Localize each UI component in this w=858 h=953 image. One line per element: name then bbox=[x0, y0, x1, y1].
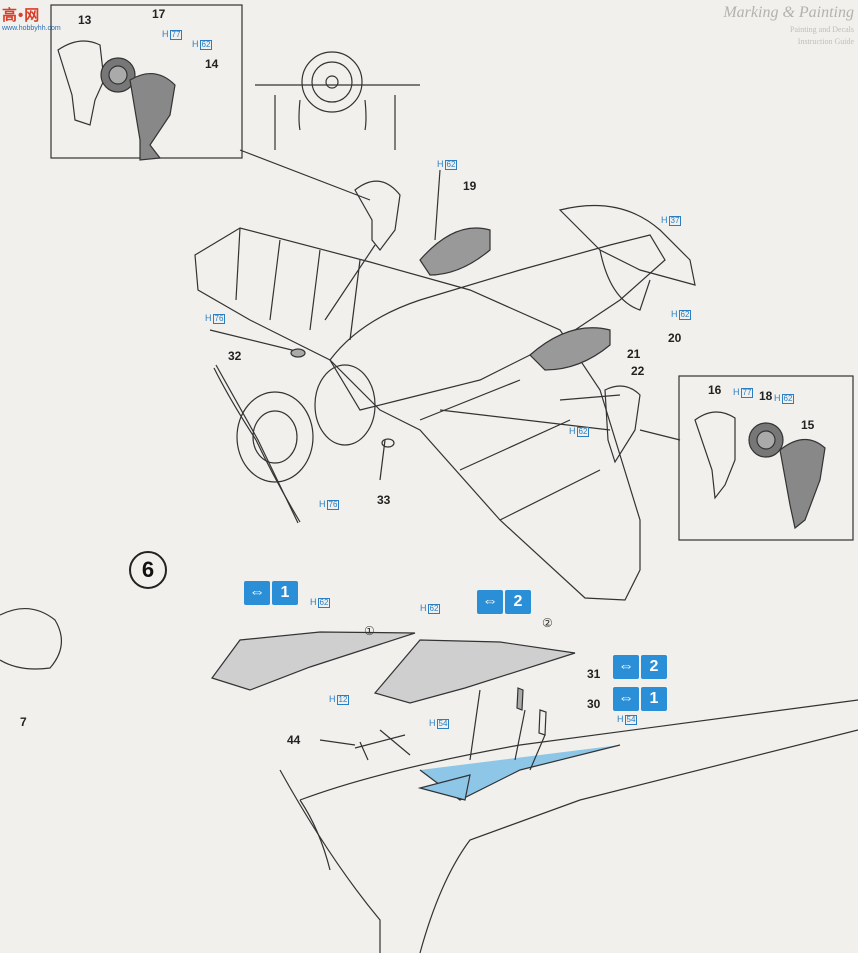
fuselage-spine bbox=[299, 699, 858, 801]
cowl-front bbox=[236, 391, 314, 483]
label-part-44: 44 bbox=[287, 733, 301, 747]
site-logo: 高•网 www.hobbyhh.com bbox=[2, 4, 72, 38]
label-part-22: 22 bbox=[631, 364, 645, 378]
part-13 bbox=[57, 40, 105, 126]
front-view-sketch bbox=[255, 51, 420, 150]
site-logo-text: 高•网 bbox=[2, 7, 41, 24]
variant-number: 1 bbox=[272, 581, 298, 605]
part-30 bbox=[538, 709, 547, 736]
label-part-15: 15 bbox=[801, 418, 815, 432]
part-14 bbox=[129, 73, 176, 161]
part-16 bbox=[694, 411, 736, 500]
site-logo-url: www.hobbyhh.com bbox=[2, 25, 61, 32]
label-part-13: 13 bbox=[78, 13, 92, 27]
swap-arrow-icon: ⇔ bbox=[613, 687, 639, 711]
label-part-16: 16 bbox=[708, 383, 722, 397]
circled-mark-2: ② bbox=[542, 616, 553, 630]
wing-outline bbox=[194, 227, 641, 601]
inset-box-main-gear-right bbox=[678, 375, 854, 541]
swap-arrow-icon: ⇔ bbox=[477, 590, 503, 614]
step-number: 6 bbox=[129, 551, 167, 589]
wheel-cover-20 bbox=[529, 327, 611, 371]
label-part-7: 7 bbox=[20, 715, 27, 729]
marking-line-2: Instruction Guide bbox=[797, 37, 854, 46]
canopy-variant-1 bbox=[211, 631, 416, 691]
propeller bbox=[215, 364, 299, 524]
tail-plane bbox=[558, 204, 696, 286]
label-part-30: 30 bbox=[587, 697, 601, 711]
cowl-ring bbox=[314, 364, 376, 446]
part-33 bbox=[381, 438, 395, 448]
marking-panel: Marking & Painting Painting and Decals I… bbox=[664, 4, 854, 46]
label-part-17: 17 bbox=[152, 7, 166, 21]
label-part-31: 31 bbox=[587, 667, 601, 681]
variant-number: 1 bbox=[641, 687, 667, 711]
circled-mark-1: ① bbox=[364, 624, 375, 638]
gear-leg-cover-right bbox=[604, 385, 641, 464]
part-15 bbox=[779, 438, 826, 530]
part-32 bbox=[290, 348, 306, 358]
part-31 bbox=[516, 687, 524, 711]
variant-badge-part-31: ⇔ 2 bbox=[613, 655, 667, 679]
swap-arrow-icon: ⇔ bbox=[613, 655, 639, 679]
label-part-32: 32 bbox=[228, 349, 242, 363]
part-44 bbox=[354, 734, 406, 761]
part-7-fragment bbox=[0, 608, 62, 670]
variant-number: 2 bbox=[641, 655, 667, 679]
marking-line-1: Painting and Decals bbox=[790, 25, 854, 34]
cowl-part-19 bbox=[419, 227, 491, 276]
label-part-20: 20 bbox=[668, 331, 682, 345]
variant-number: 2 bbox=[505, 590, 531, 614]
variant-badge-canopy-1: ⇔ 1 bbox=[244, 581, 298, 605]
variant-badge-part-30: ⇔ 1 bbox=[613, 687, 667, 711]
label-part-19: 19 bbox=[463, 179, 477, 193]
label-part-21: 21 bbox=[627, 347, 641, 361]
marking-title: Marking & Painting bbox=[723, 4, 854, 21]
swap-arrow-icon: ⇔ bbox=[244, 581, 270, 605]
label-part-14: 14 bbox=[205, 57, 219, 71]
canopy-variant-2 bbox=[373, 639, 576, 704]
variant-badge-canopy-2: ⇔ 2 bbox=[477, 590, 531, 614]
label-part-33: 33 bbox=[377, 493, 391, 507]
label-part-18: 18 bbox=[759, 389, 773, 403]
gear-leg-cover-left bbox=[354, 180, 401, 251]
fuselage-outline bbox=[329, 234, 666, 411]
